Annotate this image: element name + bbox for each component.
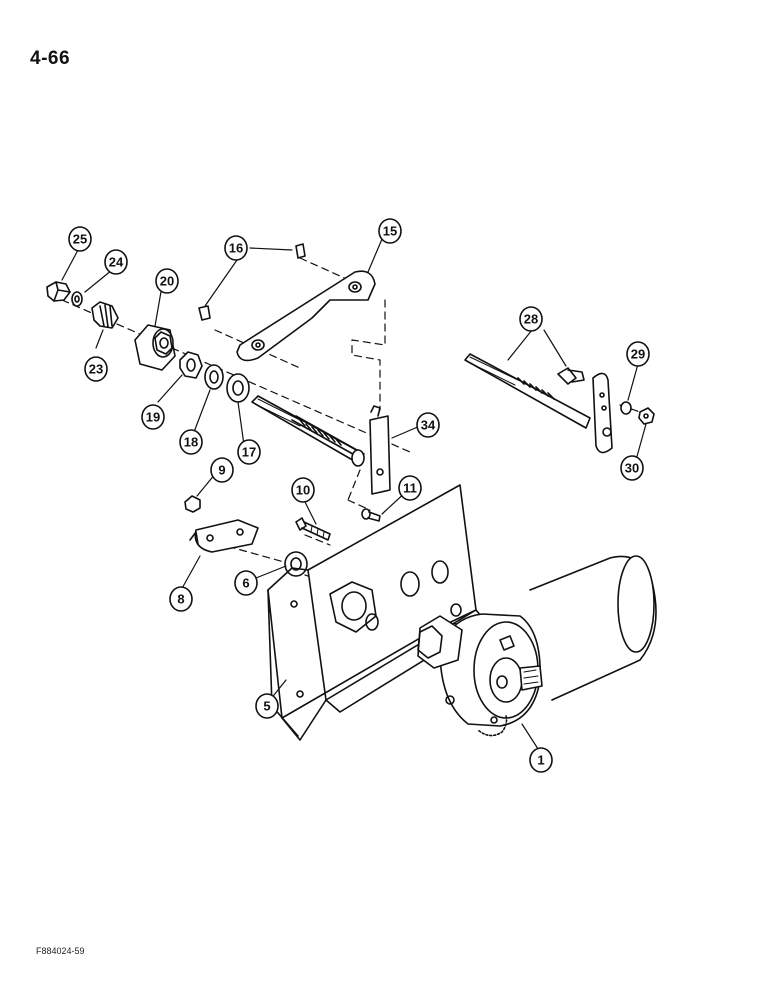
part-19-hex-nut bbox=[179, 351, 203, 379]
callout-28: 28 bbox=[519, 306, 543, 332]
part-28-shaft-assembly bbox=[464, 353, 613, 454]
part-29-lock-washer bbox=[620, 401, 632, 415]
callout-number: 24 bbox=[109, 255, 124, 270]
part-18-washer bbox=[204, 364, 224, 390]
callout-number: 30 bbox=[625, 461, 639, 476]
page-number: 4-66 bbox=[30, 48, 71, 69]
callout-11: 11 bbox=[398, 475, 422, 501]
callout-circle bbox=[626, 341, 650, 367]
callout-circle bbox=[210, 457, 234, 483]
callout-circle bbox=[398, 475, 422, 501]
callout-circle bbox=[169, 586, 193, 612]
part-9-nut bbox=[184, 495, 201, 513]
callout-circle bbox=[416, 412, 440, 438]
callout-number: 9 bbox=[218, 463, 225, 478]
callout-number: 19 bbox=[146, 410, 160, 425]
callout-circle bbox=[291, 477, 315, 503]
callout-circle bbox=[529, 747, 553, 773]
callout-17: 17 bbox=[237, 439, 261, 465]
part-25-hex-nut bbox=[46, 281, 71, 302]
part-16-clips bbox=[198, 243, 306, 321]
callout-circle bbox=[104, 249, 128, 275]
callout-number: 25 bbox=[73, 232, 87, 247]
callout-34: 34 bbox=[416, 412, 440, 438]
callout-circle bbox=[620, 455, 644, 481]
callout-number: 15 bbox=[383, 224, 397, 239]
part-15-link-arm bbox=[236, 270, 376, 362]
callout-16: 16 bbox=[224, 235, 248, 261]
part-23-knurled-nut bbox=[91, 301, 119, 329]
callout-circle bbox=[141, 404, 165, 430]
callout-20: 20 bbox=[155, 268, 179, 294]
part-34-shaft bbox=[251, 395, 391, 495]
callout-number: 16 bbox=[229, 241, 243, 256]
callout-number: 11 bbox=[403, 481, 417, 496]
callout-number: 29 bbox=[631, 347, 645, 362]
callout-1: 1 bbox=[529, 747, 553, 773]
callout-29: 29 bbox=[626, 341, 650, 367]
callout-circle bbox=[234, 570, 258, 596]
callout-labels: 25 24 23 20 19 18 17 16 15 34 28 29 30 9 10 11 8 6 5 1 bbox=[68, 218, 650, 773]
callout-number: 1 bbox=[537, 753, 544, 768]
part-10-bolt bbox=[295, 517, 331, 541]
callout-8: 8 bbox=[169, 586, 193, 612]
callout-circle bbox=[68, 226, 92, 252]
part-11-screw bbox=[361, 508, 381, 522]
callout-number: 28 bbox=[524, 312, 538, 327]
callout-circle bbox=[237, 439, 261, 465]
callout-number: 23 bbox=[89, 362, 103, 377]
callout-number: 6 bbox=[242, 576, 249, 591]
part-24-lock-washer bbox=[71, 291, 83, 307]
part-20-bushing bbox=[134, 324, 176, 371]
callout-18: 18 bbox=[179, 429, 203, 455]
callout-24: 24 bbox=[104, 249, 128, 275]
callout-circle bbox=[519, 306, 543, 332]
part-1-wiper-motor bbox=[417, 555, 657, 737]
callout-number: 10 bbox=[296, 483, 310, 498]
callout-19: 19 bbox=[141, 404, 165, 430]
callout-circle bbox=[224, 235, 248, 261]
callout-number: 17 bbox=[242, 445, 256, 460]
callout-circle bbox=[255, 693, 279, 719]
callout-9: 9 bbox=[210, 457, 234, 483]
callout-number: 18 bbox=[184, 435, 198, 450]
callout-circle bbox=[179, 429, 203, 455]
callout-circle bbox=[378, 218, 402, 244]
callout-number: 5 bbox=[263, 699, 270, 714]
callout-25: 25 bbox=[68, 226, 92, 252]
part-30-nut bbox=[638, 407, 655, 425]
callout-30: 30 bbox=[620, 455, 644, 481]
callout-15: 15 bbox=[378, 218, 402, 244]
callout-10: 10 bbox=[291, 477, 315, 503]
callout-circle bbox=[84, 356, 108, 382]
callout-23: 23 bbox=[84, 356, 108, 382]
figure-code: F884024-59 bbox=[36, 946, 85, 956]
callout-number: 8 bbox=[177, 592, 184, 607]
part-8-crank-arm bbox=[189, 519, 259, 553]
part-17-washer bbox=[226, 373, 250, 403]
callout-number: 20 bbox=[160, 274, 174, 289]
callout-6: 6 bbox=[234, 570, 258, 596]
callout-5: 5 bbox=[255, 693, 279, 719]
callout-number: 34 bbox=[421, 418, 436, 433]
callout-circle bbox=[155, 268, 179, 294]
